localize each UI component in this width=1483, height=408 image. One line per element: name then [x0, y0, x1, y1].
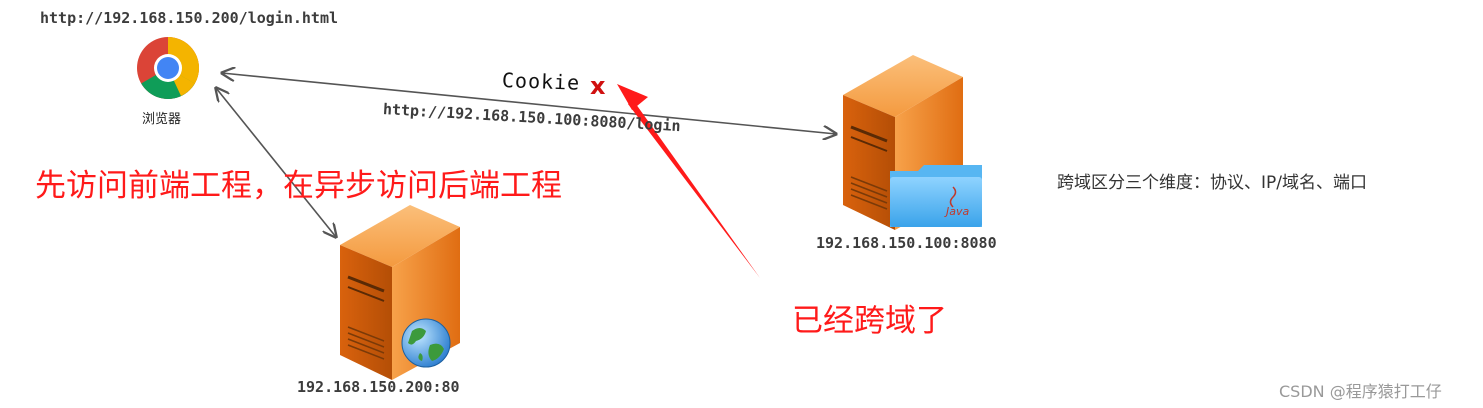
- backend-server-label: 192.168.150.100:8080: [816, 234, 997, 252]
- cross-origin-note: 跨域区分三个维度：协议、IP/域名、端口: [1057, 173, 1367, 193]
- watermark: CSDN @程序猿打工仔: [1279, 382, 1442, 401]
- cookie-blocked-mark: x: [590, 72, 606, 100]
- java-folder-icon: Java: [890, 165, 982, 227]
- cross-origin-pointer-arrow: [617, 84, 760, 278]
- globe-icon: [401, 318, 451, 368]
- cookie-label: Cookie: [501, 68, 581, 95]
- frontend-arrow: [216, 88, 336, 237]
- request-arrow: [222, 73, 836, 134]
- frontend-server-label: 192.168.150.200:80: [297, 378, 460, 396]
- left-annotation: 先访问前端工程，在异步访问后端工程: [35, 168, 562, 204]
- browser-url: http://192.168.150.200/login.html: [40, 9, 339, 27]
- svg-text:Java: Java: [944, 205, 969, 218]
- chrome-icon: [137, 37, 199, 99]
- browser-label: 浏览器: [142, 112, 182, 127]
- cross-origin-annotation: 已经跨域了: [792, 303, 947, 339]
